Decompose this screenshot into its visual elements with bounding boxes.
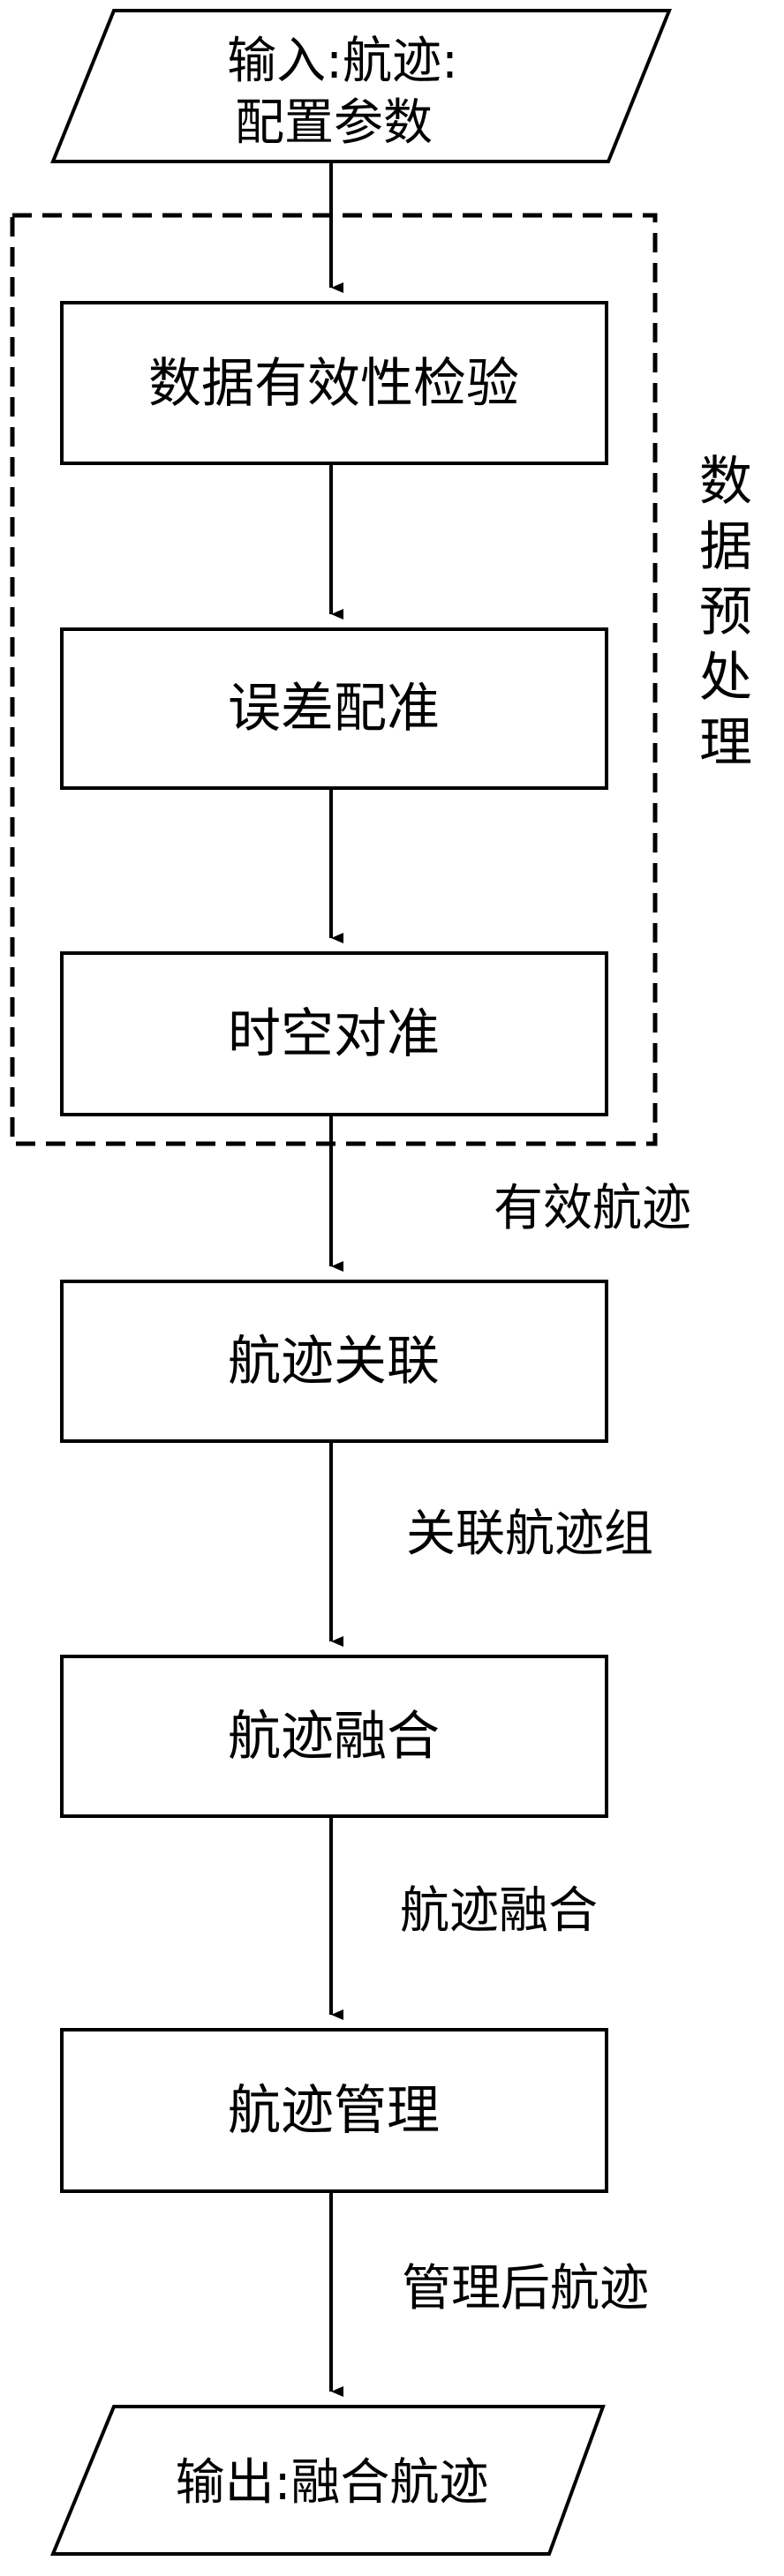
step-track-fusion: 航迹融合 [60,1655,608,1818]
input-node: 输入:航迹: 配置参数 [50,9,672,163]
step-validity-check-box [60,301,608,465]
step-error-registration-box [60,627,608,790]
step-spatiotemporal-alignment-label: 时空对准 [228,1003,440,1065]
preprocess-group: 数 据 预 处 理 [10,213,752,1146]
output-parallelogram [50,2405,606,2556]
step-track-association-label: 航迹关联 [228,1331,440,1393]
input-label-line2: 配置参数 [235,94,433,152]
preprocess-dashed-border [10,213,658,1146]
step-track-association: 航迹关联 [60,1280,608,1443]
preprocess-label-char-4: 处 [699,647,752,709]
preprocess-label-char-2: 据 [699,516,752,578]
step-track-association-box [60,1280,608,1443]
preprocess-label-char-3: 预 [699,582,752,643]
input-label-line1: 输入:航迹: [227,33,458,90]
output-node: 输出:融合航迹 [50,2405,606,2556]
step-track-fusion-box [60,1655,608,1818]
edge-labels: 有效航迹 关联航迹组 航迹融合 管理后航迹 [400,1180,691,2317]
step-track-management-label: 航迹管理 [228,2080,440,2142]
step-validity-check-label: 数据有效性检验 [148,353,519,415]
edge-label-valid-tracks: 有效航迹 [494,1180,691,1237]
preprocess-label-char-5: 理 [699,712,752,774]
step-error-registration: 误差配准 [60,627,608,790]
step-track-management-box [60,2028,608,2193]
output-label: 输出:融合航迹 [176,2454,489,2512]
step-spatiotemporal-alignment-box [60,951,608,1116]
edge-label-managed-tracks: 管理后航迹 [402,2260,649,2317]
edge-label-associated-track-groups: 关联航迹组 [406,1506,653,1563]
step-track-fusion-label: 航迹融合 [228,1706,440,1768]
edge-label-fused-tracks: 航迹融合 [400,1882,598,1940]
step-track-management: 航迹管理 [60,2028,608,2193]
step-validity-check: 数据有效性检验 [60,301,608,465]
step-error-registration-label: 误差配准 [228,678,440,740]
input-parallelogram [50,9,672,163]
step-spatiotemporal-alignment: 时空对准 [60,951,608,1116]
preprocess-label-char-1: 数 [699,451,752,513]
